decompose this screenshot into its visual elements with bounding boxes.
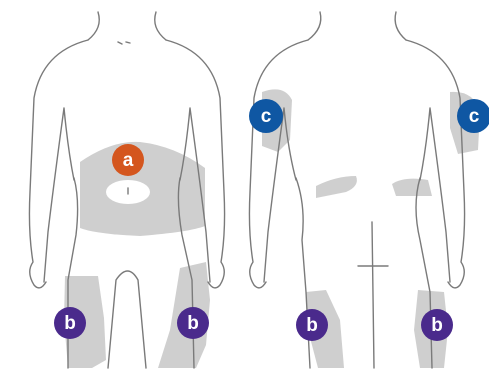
marker-b-back-right: b <box>421 309 453 341</box>
front-left-shoulder-arm <box>29 40 88 288</box>
back-neck-left <box>308 12 321 40</box>
front-neck-right <box>155 12 166 40</box>
marker-a-label: a <box>123 150 134 171</box>
back-spine-line <box>372 222 374 368</box>
marker-a: a <box>112 144 144 176</box>
front-left-inner-arm <box>44 108 74 282</box>
marker-c-label: c <box>261 106 272 127</box>
back-neck-right <box>395 12 406 40</box>
marker-b-label: b <box>306 315 318 336</box>
front-inner-legs <box>108 271 146 368</box>
front-neck-left <box>88 12 99 40</box>
marker-b-label: b <box>431 315 443 336</box>
marker-b-label: b <box>64 313 76 334</box>
back-right-flank-zone <box>392 179 432 196</box>
marker-b-front-left: b <box>54 307 86 339</box>
marker-b-front-right: b <box>177 307 209 339</box>
back-right-shoulder-arm <box>406 40 465 288</box>
marker-b-label: b <box>187 313 199 334</box>
marker-c-label: c <box>469 106 480 127</box>
front-chest-mark <box>118 42 130 44</box>
marker-c-back-left: c <box>249 99 283 133</box>
back-left-shoulder-arm <box>249 40 308 288</box>
back-left-flank-zone <box>316 176 357 198</box>
marker-b-back-left: b <box>296 309 328 341</box>
